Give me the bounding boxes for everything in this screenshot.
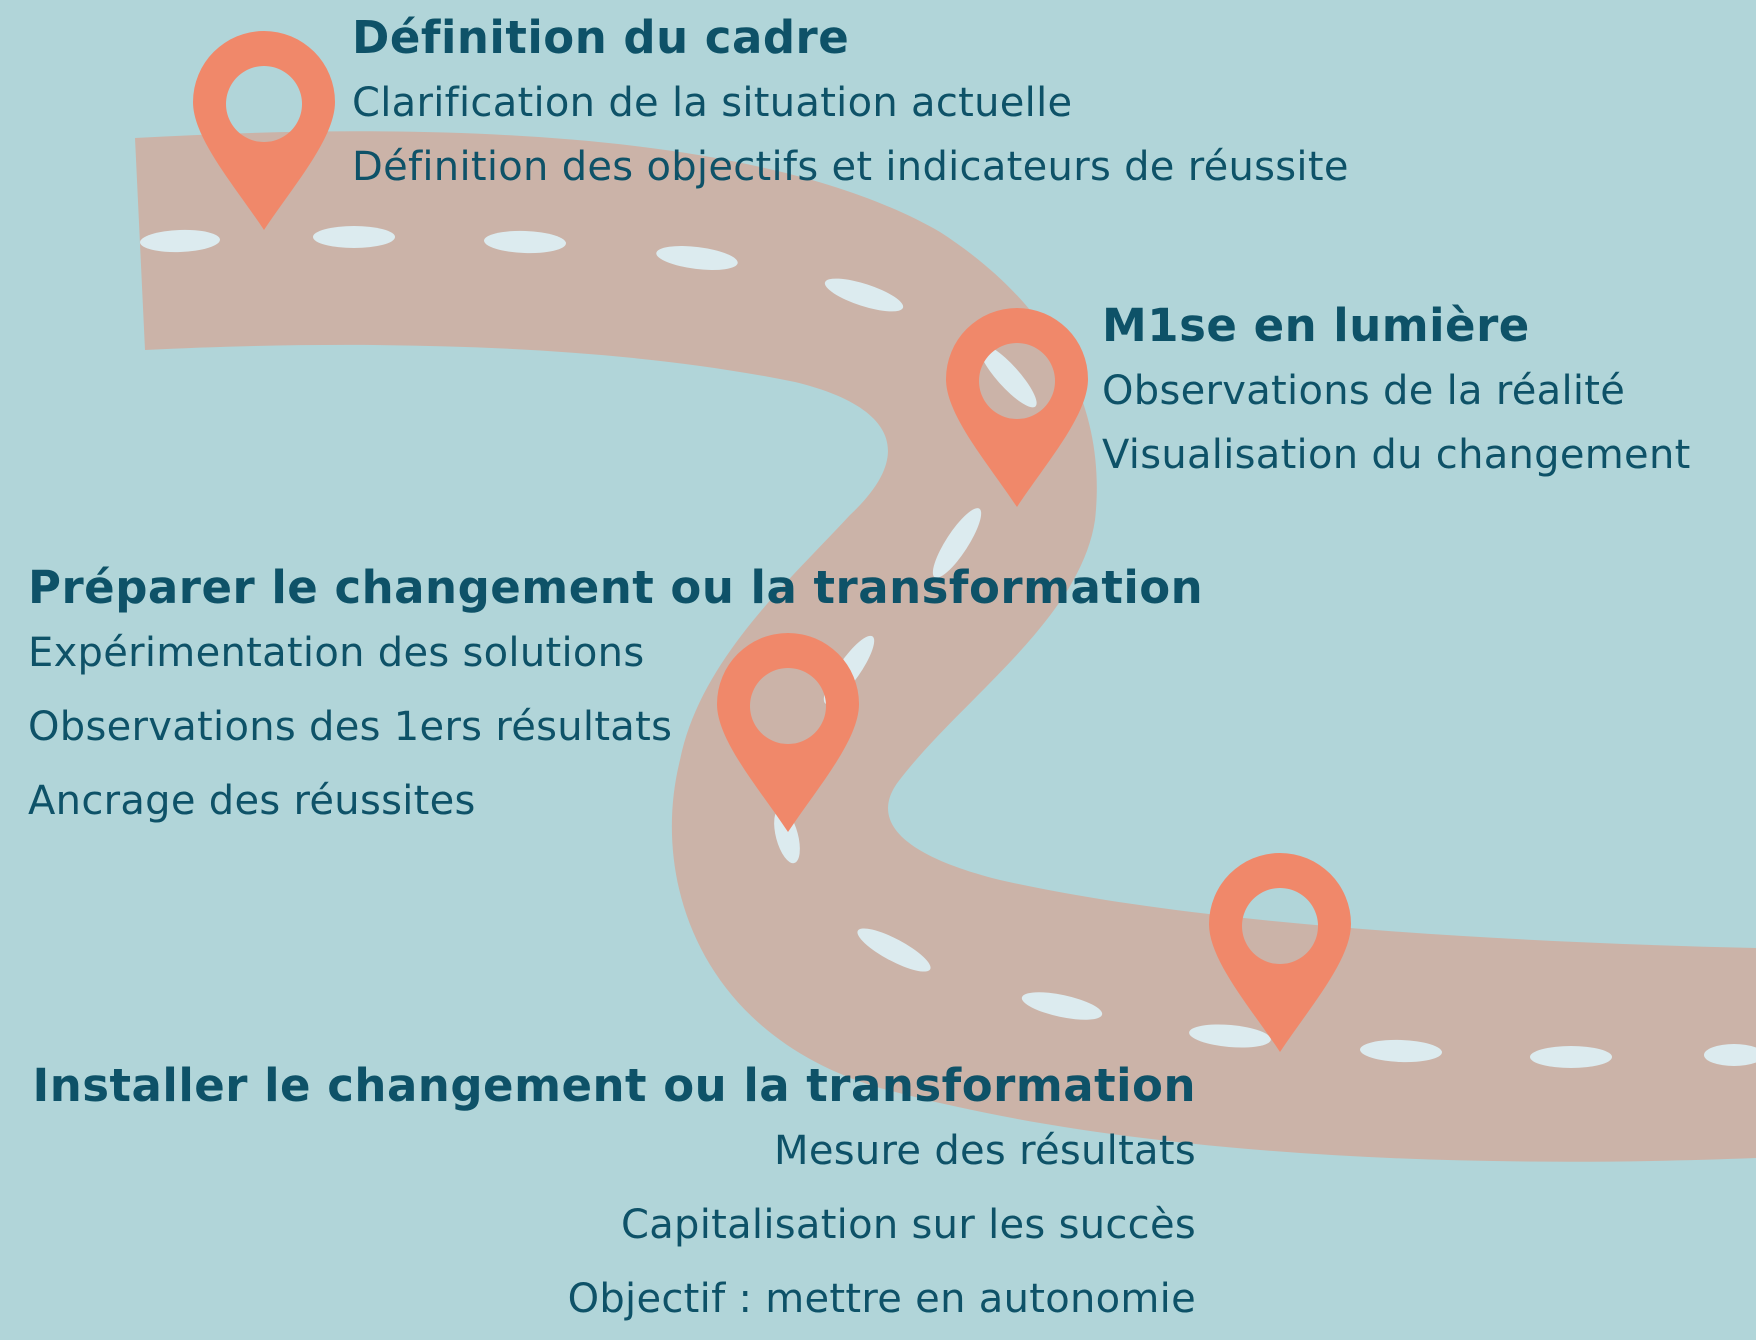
road-dash xyxy=(313,226,395,248)
step-item: Objectif : mettre en autonomie xyxy=(567,1276,1196,1322)
step-installer-changement: Installer le changement ou la transforma… xyxy=(32,1058,1196,1336)
step-item: Visualisation du changement xyxy=(1102,432,1691,478)
road-dash xyxy=(824,278,904,312)
step-item: Clarification de la situation actuelle xyxy=(352,80,1073,126)
road-dash xyxy=(1530,1046,1612,1068)
road-dash xyxy=(857,928,931,972)
road-dash xyxy=(1704,1044,1756,1066)
road-dash xyxy=(979,344,1037,408)
step-item: Ancrage des réussites xyxy=(28,778,476,824)
winding-road xyxy=(135,131,1756,1162)
road-dash xyxy=(1189,1024,1271,1048)
step-item: Mesure des résultats xyxy=(774,1128,1196,1174)
step-title: Installer le changement ou la transforma… xyxy=(32,1059,1196,1112)
step-item: Observations des 1ers résultats xyxy=(28,704,673,750)
road-dash xyxy=(656,245,738,271)
road-dash xyxy=(1360,1039,1442,1063)
road-dash xyxy=(140,229,220,253)
step-mise-en-lumiere: M1se en lumière Observations de la réali… xyxy=(1102,298,1691,492)
step-title: Définition du cadre xyxy=(352,11,850,64)
step-item: Observations de la réalité xyxy=(1102,368,1626,414)
step-item: Définition des objectifs et indicateurs … xyxy=(352,144,1349,190)
step-item: Capitalisation sur les succès xyxy=(620,1202,1196,1248)
step-preparer-changement: Préparer le changement ou la transformat… xyxy=(28,560,1203,838)
road-dash xyxy=(932,508,982,578)
step-item: Expérimentation des solutions xyxy=(28,630,645,676)
road-dash xyxy=(484,230,566,254)
step-definition-cadre: Définition du cadre Clarification de la … xyxy=(352,10,1349,204)
road-dash xyxy=(1021,992,1103,1020)
step-title: M1se en lumière xyxy=(1102,299,1530,352)
step-title: Préparer le changement ou la transformat… xyxy=(28,561,1204,614)
